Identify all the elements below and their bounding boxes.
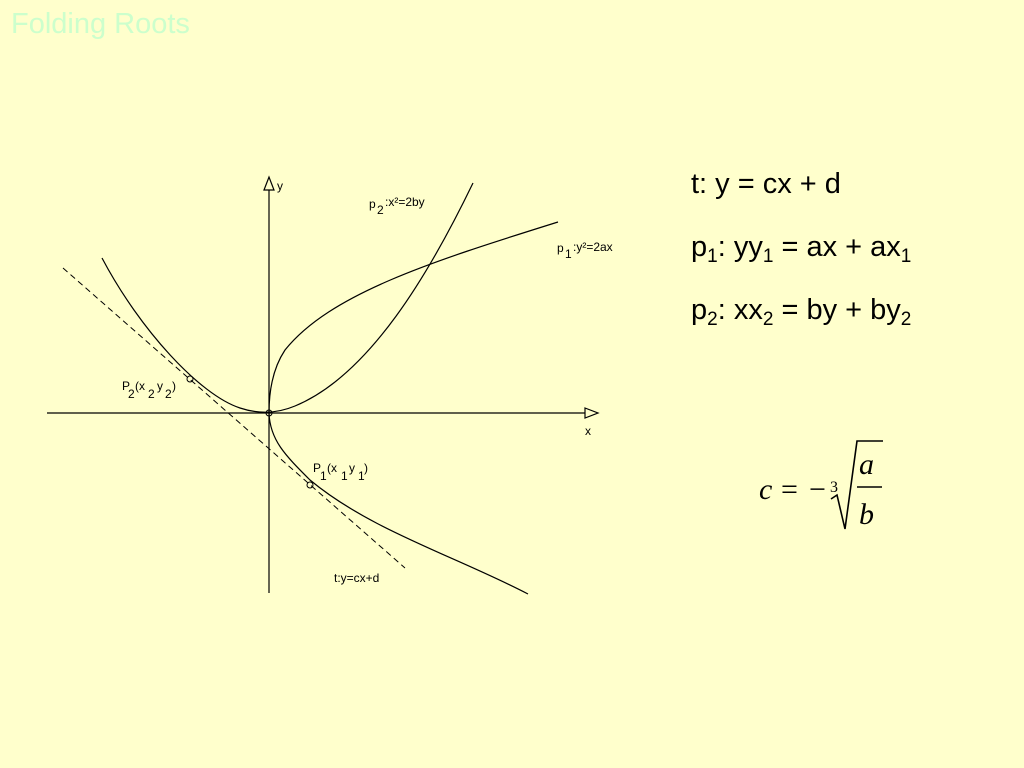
equation-p1-rhs: = ax + ax xyxy=(773,231,901,263)
equation-p2-rhs: = by + by xyxy=(773,294,901,326)
y-axis-label: y xyxy=(277,179,283,193)
cube-root-formula: c = − 3 a b xyxy=(759,440,883,531)
equation-p1-name-sub: 1 xyxy=(707,246,718,267)
p2-label-base: p xyxy=(369,197,376,211)
slide-title: Folding Roots xyxy=(11,8,190,40)
point-P2-sub3: 2 xyxy=(165,387,172,401)
y-axis-arrow xyxy=(263,175,275,191)
p2-label-equation: :x²=2by xyxy=(385,195,425,209)
point-P1-mid: y xyxy=(349,461,355,475)
equation-p1-name: p xyxy=(691,231,708,263)
point-P2-sub1: 2 xyxy=(128,387,135,401)
formula-numerator: a xyxy=(859,448,874,481)
formula-root-index: 3 xyxy=(830,479,838,496)
tangent-line xyxy=(62,267,406,569)
equation-tangent-text: t: y = cx + d xyxy=(691,168,841,200)
point-P1-base: P xyxy=(313,461,321,475)
p1-label-sub: 1 xyxy=(565,247,572,261)
origin-marker xyxy=(265,409,273,417)
equation-p2-lhs: : xx xyxy=(717,294,763,326)
point-P1-sub2: 1 xyxy=(341,469,348,483)
equation-p1-lhs: : yy xyxy=(717,231,763,263)
equation-p1-lhs-sub: 1 xyxy=(762,246,774,267)
x-axis-label: x xyxy=(585,424,591,438)
parabola-p1-curve xyxy=(268,221,559,595)
point-P2-open: (x xyxy=(135,379,145,393)
p2-label-sub: 2 xyxy=(377,203,384,217)
formula-radical-sign xyxy=(830,440,883,530)
point-P2-marker xyxy=(186,375,194,383)
point-P1-sub1: 1 xyxy=(320,469,327,483)
equation-p2: p2: xx2 = by + by2 xyxy=(691,294,912,330)
point-P1-open: (x xyxy=(327,461,337,475)
formula-lhs: c xyxy=(759,473,772,506)
point-P2-sub2: 2 xyxy=(148,387,155,401)
equation-tangent: t: y = cx + d xyxy=(691,168,841,201)
equation-p2-lhs-sub: 2 xyxy=(762,309,774,330)
p1-label-base: p xyxy=(557,241,564,255)
p1-label-equation: :y²=2ax xyxy=(573,240,613,254)
equation-p1-rhs-sub: 1 xyxy=(900,246,912,267)
point-P2-close: ) xyxy=(172,379,176,393)
point-P2-mid: y xyxy=(157,379,163,393)
point-P1-marker xyxy=(306,481,314,489)
equation-p1: p1: yy1 = ax + ax1 xyxy=(691,231,912,267)
equation-p2-rhs-sub: 2 xyxy=(900,309,912,330)
x-axis-arrow xyxy=(584,407,600,419)
parabola-p2-curve xyxy=(101,182,474,413)
equation-p2-name-sub: 2 xyxy=(707,309,718,330)
point-P1-close: ) xyxy=(364,461,368,475)
equation-p2-name: p xyxy=(691,294,708,326)
point-P1-sub3: 1 xyxy=(358,469,365,483)
formula-equals: = xyxy=(781,473,798,506)
tangent-label: t:y=cx+d xyxy=(334,571,379,585)
formula-denominator: b xyxy=(859,498,874,531)
formula-minus: − xyxy=(809,473,826,506)
point-P2-base: P xyxy=(122,379,130,393)
